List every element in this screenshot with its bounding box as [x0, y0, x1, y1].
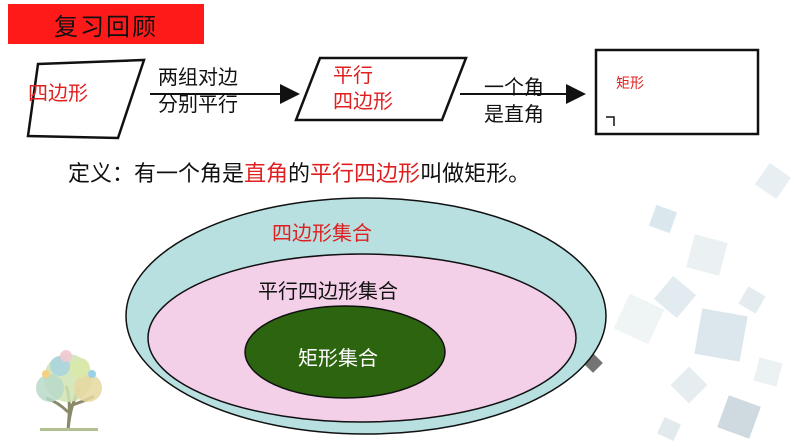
definition-prefix: 定义：有一个角是 [68, 162, 245, 187]
condition-2-line2: 是直角 [484, 102, 544, 126]
parallelogram-label-line1: 平行 [333, 63, 373, 87]
inner-set-label: 矩形集合 [298, 346, 378, 370]
condition-2: 一个角 是直角 [484, 74, 544, 128]
decorative-squares [583, 162, 792, 441]
definition-mid: 的 [288, 162, 311, 187]
middle-set-label: 平行四边形集合 [258, 279, 398, 303]
parallelogram-shape [294, 56, 468, 122]
title-banner: 复习回顾 [8, 4, 204, 44]
definition-highlight-parallelogram: 平行四边形 [310, 162, 421, 187]
rectangle-shape [594, 48, 760, 136]
condition-1-line2: 分别平行 [158, 92, 238, 116]
condition-2-line1: 一个角 [484, 75, 544, 99]
rectangle-label: 矩形 [616, 76, 644, 92]
parallelogram-label: 平行 四边形 [333, 62, 393, 114]
quadrilateral-shape [26, 58, 146, 140]
page-title: 复习回顾 [54, 12, 158, 41]
outer-set-label: 四边形集合 [272, 221, 372, 245]
inner-ellipse [244, 305, 446, 399]
definition-highlight-right-angle: 直角 [244, 162, 289, 187]
tree-illustration [36, 350, 102, 431]
parallelogram-label-line2: 四边形 [333, 89, 393, 113]
definition-sentence: 定义：有一个角是直角的平行四边形叫做矩形。 [68, 156, 530, 188]
condition-1: 两组对边 分别平行 [158, 64, 238, 118]
condition-1-line1: 两组对边 [158, 65, 238, 89]
quadrilateral-label: 四边形 [28, 81, 88, 105]
right-angle-mark [606, 116, 615, 126]
definition-suffix: 叫做矩形。 [420, 162, 531, 187]
